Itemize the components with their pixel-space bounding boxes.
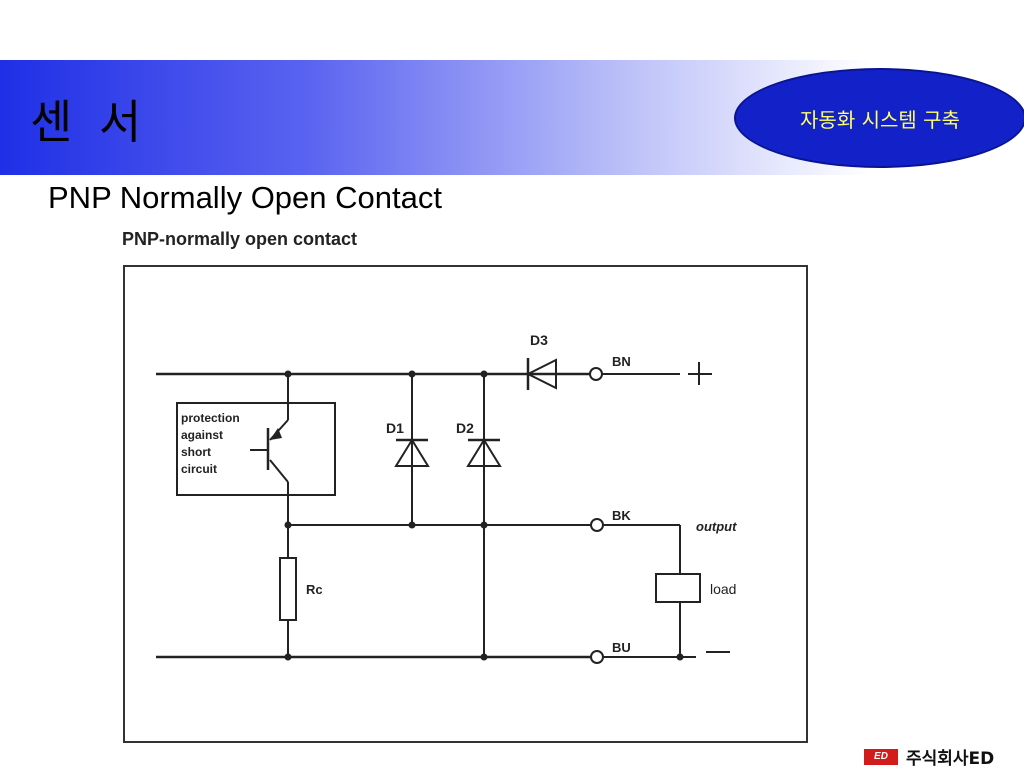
d3-label: D3 [530, 332, 548, 348]
topic-badge-label: 자동화 시스템 구축 [800, 107, 960, 132]
company-logo: ED 주식회사ED [864, 744, 994, 769]
topic-badge: 자동화 시스템 구축 [734, 68, 1024, 168]
junction-dot [284, 653, 292, 661]
protection-line-1: protection [181, 411, 240, 425]
d2-triangle [466, 438, 502, 467]
junction-dot [408, 370, 416, 378]
junction-dot [480, 653, 488, 661]
protection-block [176, 402, 336, 496]
figure-title: PNP-normally open contact [122, 229, 358, 249]
emitter-arrow [270, 428, 282, 440]
output-label: output [696, 519, 737, 534]
junction-dot [408, 521, 416, 529]
junction-dot [676, 653, 684, 661]
d3-triangle [525, 358, 557, 390]
junction-dot [284, 521, 292, 529]
bk-terminal [590, 518, 604, 532]
collector-lead [269, 459, 289, 483]
junction-dot [284, 370, 292, 378]
bn-terminal [589, 367, 603, 381]
junction-dot [480, 370, 488, 378]
bn-label: BN [612, 354, 631, 369]
protection-line-3: short [181, 445, 211, 459]
slide-title: 센 서 [30, 95, 148, 149]
diagram-frame [123, 265, 808, 743]
logo-mark: ED [864, 748, 898, 765]
company-name: 주식회사ED [906, 749, 995, 769]
rc-resistor [279, 557, 297, 621]
d1-label: D1 [386, 420, 404, 436]
load-label: load [710, 581, 736, 597]
d1-triangle [394, 438, 430, 467]
bu-terminal [590, 650, 604, 664]
junction-dot [480, 521, 488, 529]
load-box [655, 573, 701, 603]
slide-subtitle: PNP Normally Open Contact [48, 180, 442, 215]
rc-label: Rc [306, 582, 323, 597]
bu-label: BU [612, 640, 631, 655]
bk-label: BK [612, 508, 631, 523]
d2-label: D2 [456, 420, 474, 436]
protection-line-4: circuit [181, 462, 217, 476]
protection-line-2: against [181, 428, 223, 442]
header-top [0, 0, 1024, 60]
